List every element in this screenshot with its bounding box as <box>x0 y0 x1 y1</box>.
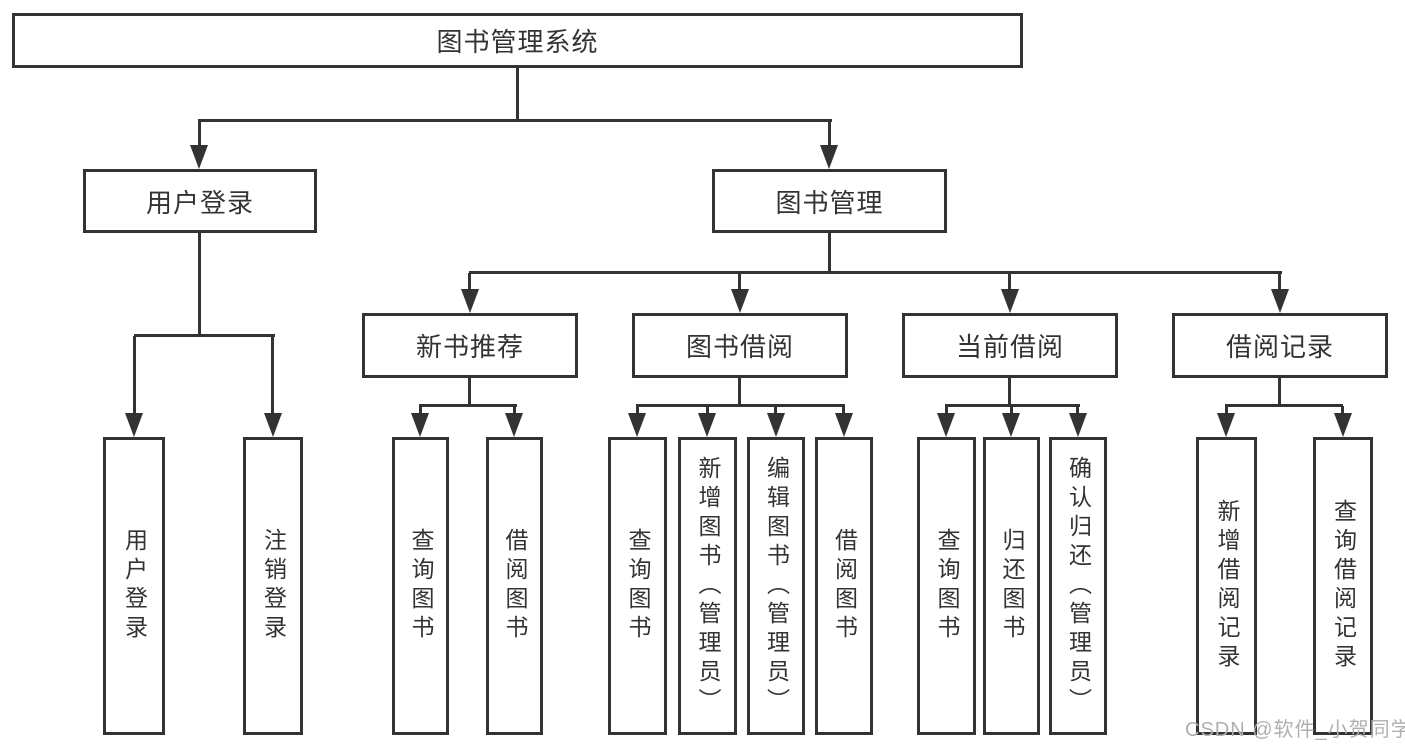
connector-line <box>198 121 201 146</box>
connector-group-vertical <box>738 378 741 406</box>
arrow-down-icon <box>767 413 785 437</box>
connector-group-horizontal <box>945 404 1080 407</box>
node-root-label: 图书管理系统 <box>436 27 599 57</box>
leaf-query-books-borrow: 查询图书 <box>608 437 667 735</box>
connector-root-vertical <box>516 68 519 121</box>
node-current-borrow: 当前借阅 <box>902 313 1118 378</box>
arrow-down-icon <box>1217 413 1235 437</box>
leaf-edit-book-admin: 编辑图书（管理员） <box>747 437 805 735</box>
leaf-query-borrow-record-label: 查询借阅记录 <box>1330 499 1357 673</box>
leaf-confirm-return-admin-label: 确认归还（管理员） <box>1065 455 1092 717</box>
node-book-borrow: 图书借阅 <box>632 313 848 378</box>
node-user-login-label: 用户登录 <box>145 187 254 218</box>
node-borrow-records-label: 借阅记录 <box>1225 332 1334 362</box>
leaf-borrow-books-label: 借阅图书 <box>831 528 858 644</box>
arrow-down-icon <box>411 413 429 437</box>
arrow-down-icon <box>1271 289 1289 313</box>
leaf-add-borrow-record: 新增借阅记录 <box>1196 437 1257 735</box>
node-book-management-label: 图书管理 <box>775 187 884 218</box>
leaf-logout: 注销登录 <box>243 437 303 735</box>
connector-line <box>468 273 471 290</box>
arrow-down-icon <box>1002 413 1020 437</box>
connector-line <box>738 273 741 290</box>
leaf-confirm-return-admin: 确认归还（管理员） <box>1049 437 1107 735</box>
connector-group-horizontal <box>1225 404 1343 407</box>
arrow-down-icon <box>505 413 523 437</box>
connector-group-vertical <box>468 378 471 406</box>
connector-line <box>1225 406 1228 415</box>
connector-group-horizontal <box>636 404 845 407</box>
connector-group-vertical <box>1008 378 1011 406</box>
leaf-user-login: 用户登录 <box>103 437 165 735</box>
connector-line <box>706 406 709 415</box>
leaf-query-books-recommend-label: 查询图书 <box>408 528 434 644</box>
connector-line <box>945 406 948 415</box>
connector-line <box>1341 406 1344 415</box>
node-new-book-recommend-label: 新书推荐 <box>415 332 524 362</box>
connector-book-mgmt-vertical <box>828 233 831 273</box>
leaf-borrow-books: 借阅图书 <box>815 437 873 735</box>
leaf-add-book-admin-label: 新增图书（管理员） <box>695 455 721 717</box>
connector-book-mgmt-horizontal <box>469 271 1282 274</box>
leaf-query-books-recommend: 查询图书 <box>392 437 449 735</box>
leaf-borrow-books-recommend-label: 借阅图书 <box>502 528 528 644</box>
leaf-query-borrow-record: 查询借阅记录 <box>1313 437 1373 735</box>
node-book-management: 图书管理 <box>712 169 947 233</box>
connector-line <box>1076 406 1079 415</box>
leaf-query-books-borrow-label: 查询图书 <box>625 528 651 644</box>
leaf-edit-book-admin-label: 编辑图书（管理员） <box>763 455 790 717</box>
arrow-down-icon <box>731 289 749 313</box>
connector-line <box>1010 406 1013 415</box>
connector-user-login-horizontal <box>134 334 275 337</box>
arrow-down-icon <box>698 413 716 437</box>
connector-line <box>271 336 274 415</box>
arrow-down-icon <box>1001 289 1019 313</box>
arrow-down-icon <box>820 145 838 169</box>
arrow-down-icon <box>461 289 479 313</box>
node-book-borrow-label: 图书借阅 <box>685 332 794 362</box>
leaf-add-borrow-record-label: 新增借阅记录 <box>1214 499 1240 673</box>
leaf-query-books-current-label: 查询图书 <box>934 528 960 644</box>
leaf-return-books: 归还图书 <box>983 437 1040 735</box>
connector-line <box>828 121 831 146</box>
arrow-down-icon <box>1334 413 1352 437</box>
leaf-borrow-books-recommend: 借阅图书 <box>486 437 543 735</box>
connector-line <box>133 336 136 415</box>
arrow-down-icon <box>125 413 143 437</box>
node-user-login: 用户登录 <box>83 169 317 233</box>
leaf-user-login-label: 用户登录 <box>121 528 148 644</box>
leaf-return-books-label: 归还图书 <box>999 528 1025 644</box>
arrow-down-icon <box>264 413 282 437</box>
connector-line <box>1278 273 1281 290</box>
connector-line <box>419 406 422 415</box>
arrow-down-icon <box>1069 413 1087 437</box>
node-current-borrow-label: 当前借阅 <box>955 332 1064 362</box>
node-borrow-records: 借阅记录 <box>1172 313 1388 378</box>
connector-root-horizontal <box>198 119 832 122</box>
connector-line <box>842 406 845 415</box>
connector-user-login-vertical <box>198 233 201 336</box>
connector-group-vertical <box>1278 378 1281 406</box>
node-root: 图书管理系统 <box>12 13 1023 68</box>
node-new-book-recommend: 新书推荐 <box>362 313 578 378</box>
csdn-watermark: CSDN @软件_小贺同学 <box>1185 719 1405 741</box>
connector-line <box>774 406 777 415</box>
arrow-down-icon <box>937 413 955 437</box>
leaf-add-book-admin: 新增图书（管理员） <box>678 437 737 735</box>
leaf-logout-label: 注销登录 <box>260 528 287 644</box>
connector-line <box>1008 273 1011 290</box>
arrow-down-icon <box>190 145 208 169</box>
arrow-down-icon <box>835 413 853 437</box>
leaf-query-books-current: 查询图书 <box>917 437 976 735</box>
arrow-down-icon <box>628 413 646 437</box>
connector-group-horizontal <box>419 404 517 407</box>
connector-line <box>636 406 639 415</box>
connector-line <box>513 406 516 415</box>
